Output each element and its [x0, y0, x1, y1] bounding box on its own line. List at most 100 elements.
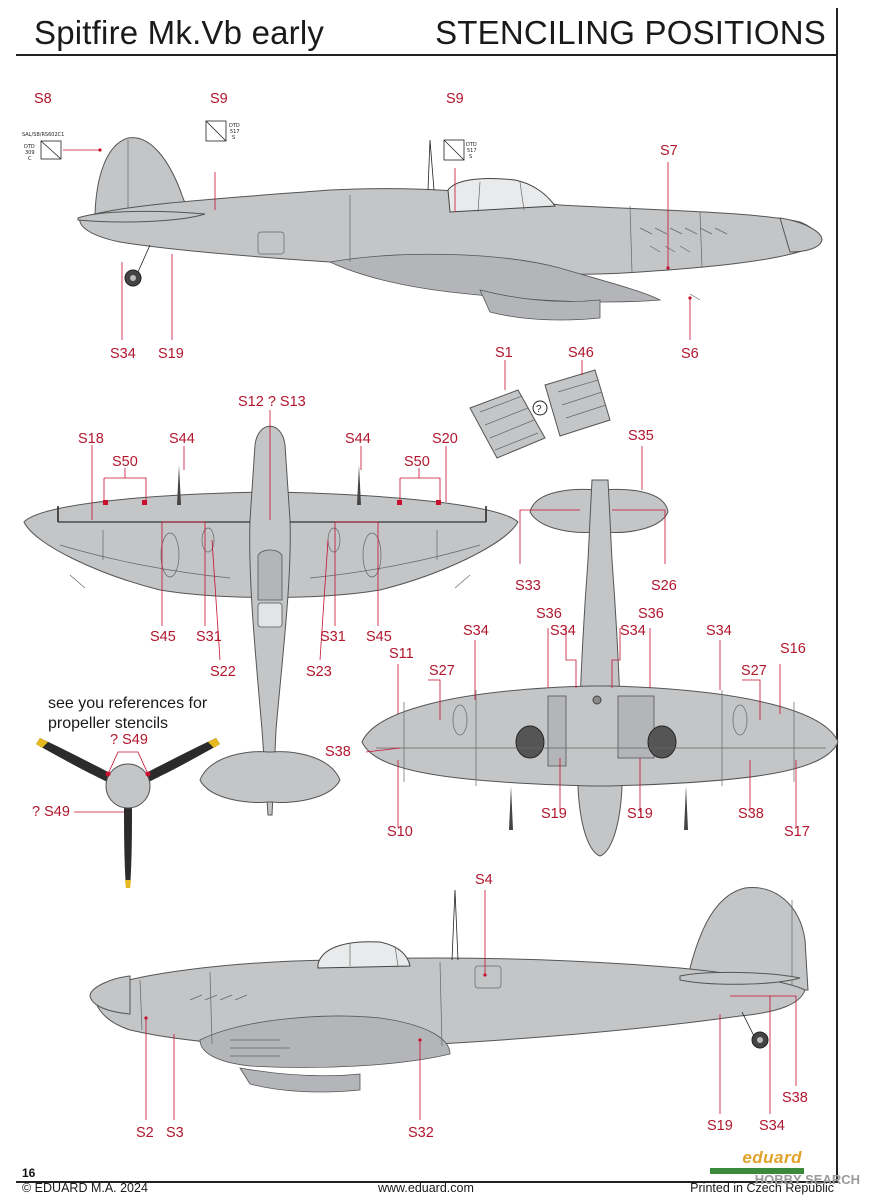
propeller-note: see you references for propeller stencil… [48, 694, 207, 734]
stencil-label: S19 [541, 806, 567, 822]
stencil-text: 309 [25, 150, 35, 156]
stencil-label: S34 [759, 1118, 785, 1134]
stencil-label: S45 [150, 629, 176, 645]
stencil-label: S34 [550, 623, 576, 639]
stencil-label: S31 [320, 629, 346, 645]
stencil-label: S38 [738, 806, 764, 822]
stencil-label: S45 [366, 629, 392, 645]
stencil-label: S8 [34, 91, 52, 107]
stencil-label: S7 [660, 143, 678, 159]
stencil-label: S4 [475, 872, 493, 888]
stencil-label: S23 [306, 664, 332, 680]
stencil-label: S2 [136, 1125, 154, 1141]
stencil-label: S19 [158, 346, 184, 362]
stencil-label: S19 [627, 806, 653, 822]
stencil-label: S34 [620, 623, 646, 639]
cowling-parts: ? S1 S46 [469, 345, 611, 459]
stencil-text: C [28, 156, 32, 162]
footer-copyright: © EDUARD M.A. 2024 [22, 1181, 148, 1195]
stencil-label: S3 [166, 1125, 184, 1141]
stencil-label: ? S49 [110, 732, 148, 748]
stencil-text: S [469, 154, 472, 160]
stencil-label: S33 [515, 578, 541, 594]
cowling-part-s1 [469, 389, 546, 459]
stencil-text: DTD [24, 144, 35, 150]
cowling-part-s46 [544, 369, 611, 437]
propeller-note-line: see you references for [48, 695, 208, 712]
lower-plan-view: S35 S33 S26 S36 S36 S34 S34 S34 S34 S16 … [325, 428, 839, 857]
stencil-label: S20 [432, 431, 458, 447]
weight-stencil-icon [40, 140, 62, 160]
stencil-label: S22 [210, 664, 236, 680]
stencil-label: S31 [196, 629, 222, 645]
canopy [317, 941, 411, 969]
stencil-label: S35 [628, 428, 654, 444]
stencil-label: S9 [210, 91, 228, 107]
right-profile-view: S4 S2 S3 S32 S19 S34 S38 [89, 872, 809, 1141]
upper-plan-view: S12 ? S13 S18 S44 S44 S20 S50 S50 S45 S3… [23, 394, 519, 816]
stencil-label: S27 [429, 663, 455, 679]
fuselage [94, 957, 806, 1048]
lower-wing [361, 685, 839, 787]
stencil-label: S16 [780, 641, 806, 657]
weight-stencil-icon [205, 120, 227, 142]
stencil-label: S10 [387, 824, 413, 840]
stencil-label: S38 [325, 744, 351, 760]
stencil-text: S [232, 135, 235, 141]
stencil-label: S12 ? S13 [238, 394, 306, 410]
title-divider [16, 54, 838, 56]
watermark: HOBBY SEARCH [754, 1172, 860, 1187]
page-frame [16, 8, 838, 1183]
footer-printed: Printed in Czech Republic [690, 1181, 834, 1195]
stencil-label: S34 [110, 346, 136, 362]
eduard-logo-bar [710, 1168, 804, 1174]
spinner [89, 975, 131, 1015]
left-profile-view: SAL/SB/RS602C1 DTD 309 C DTD 517 S DTD 5… [22, 91, 823, 362]
stencil-label: S36 [638, 606, 664, 622]
page-title: Spitfire Mk.Vb early [34, 14, 325, 51]
stencil-label: S36 [536, 606, 562, 622]
stencil-label: S34 [706, 623, 732, 639]
stencil-label: ? S49 [32, 804, 70, 820]
stencil-text: SAL/SB/RS602C1 [22, 132, 64, 138]
lower-fuselage [577, 479, 623, 857]
stencil-label: S26 [651, 578, 677, 594]
stencil-label: S18 [78, 431, 104, 447]
stencil-label: S1 [495, 345, 513, 361]
eduard-logo: eduard [742, 1148, 802, 1167]
stencil-text: DTD [229, 123, 240, 129]
spinner [779, 217, 823, 253]
stencil-text: DTD [466, 142, 477, 148]
canopy [447, 177, 556, 213]
stencil-label: S27 [741, 663, 767, 679]
question-mark: ? [536, 404, 542, 415]
stencil-label: S46 [568, 345, 594, 361]
propeller-note-line: propeller stencils [48, 715, 169, 732]
question-icon [532, 400, 548, 416]
propeller-spinner [105, 763, 151, 809]
weight-stencil-icon [443, 139, 465, 161]
stencil-label: S17 [784, 824, 810, 840]
stencil-label: S34 [463, 623, 489, 639]
page-number: 16 [22, 1166, 36, 1180]
stencil-label: S32 [408, 1125, 434, 1141]
stencil-label: S38 [782, 1090, 808, 1106]
tail-fin [689, 887, 809, 991]
section-title: STENCILING POSITIONS [435, 14, 826, 51]
propeller-view: ? S49 ? S49 [32, 732, 220, 888]
upper-tailplane [199, 751, 341, 803]
wing-root [199, 1015, 451, 1068]
stencil-text: 517 [230, 129, 240, 135]
stencil-label: S44 [169, 431, 195, 447]
stencil-label: S44 [345, 431, 371, 447]
stencil-label: S50 [112, 454, 138, 470]
exhaust-stacks [639, 227, 728, 253]
stencil-label: S11 [389, 646, 414, 662]
footer-website: www.eduard.com [378, 1181, 474, 1195]
stencil-label: S19 [707, 1118, 733, 1134]
stencil-label: S50 [404, 454, 430, 470]
wing-root [328, 253, 662, 303]
stencil-label: S6 [681, 346, 699, 362]
stencil-label: S9 [446, 91, 464, 107]
